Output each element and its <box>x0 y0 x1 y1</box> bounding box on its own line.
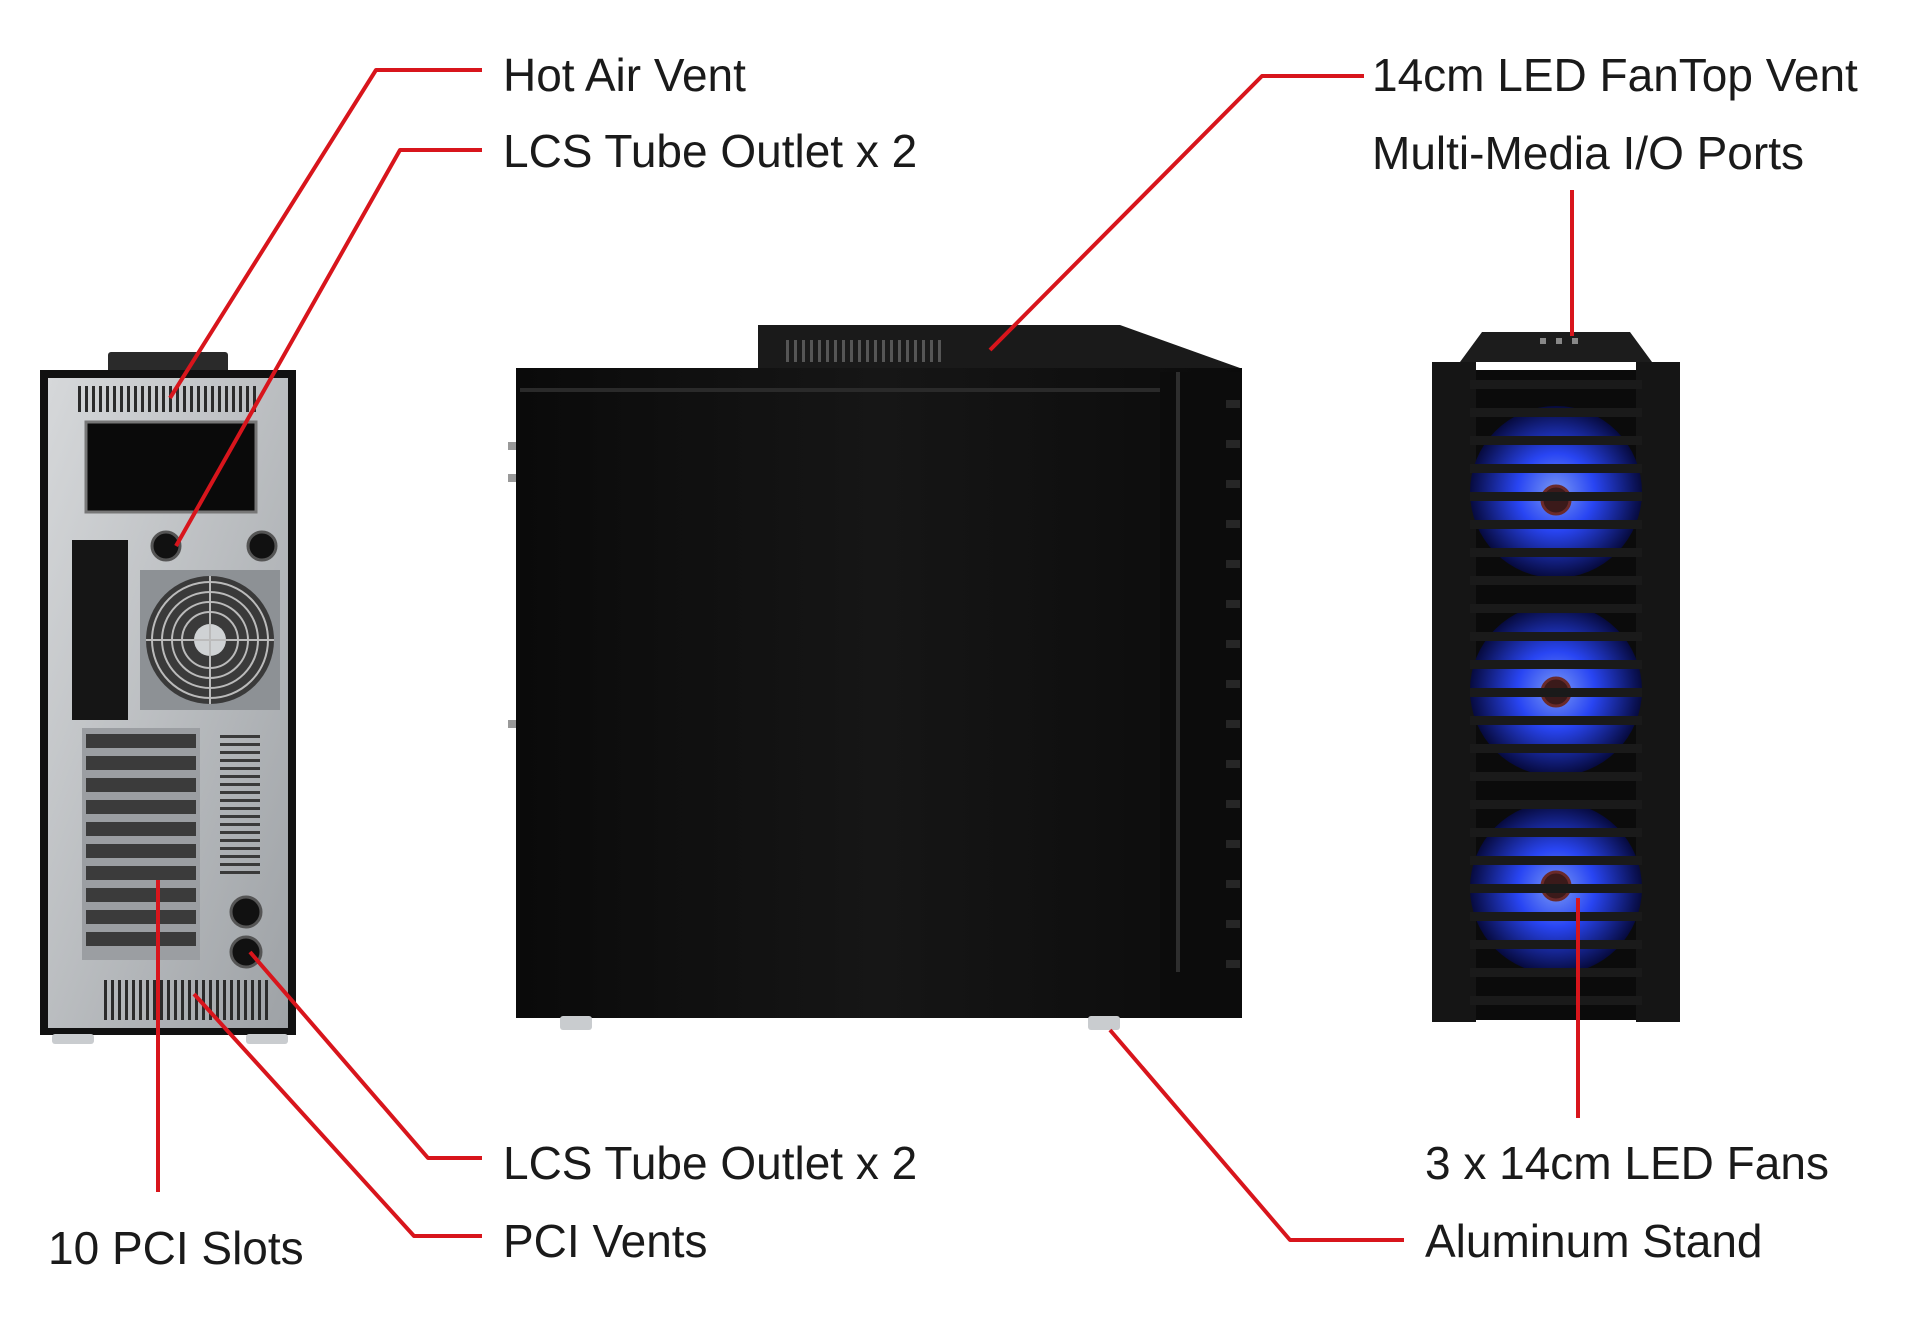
callout-line-hot-air-vent <box>168 68 482 400</box>
callout-line-lcs-tube-bottom <box>248 950 482 1160</box>
lcs-outlet-top-1 <box>150 530 182 562</box>
callout-line-lcs-tube-top <box>174 148 482 547</box>
front-bezel-seam <box>1176 372 1180 972</box>
rear-top-bump <box>108 352 228 374</box>
front-bezel <box>1160 372 1240 1018</box>
side-vent-column <box>220 735 260 874</box>
hot-air-vent-grille <box>78 386 256 412</box>
top-vent-grille <box>786 340 941 362</box>
front-rail-right <box>1636 362 1680 1022</box>
rear-io-area <box>72 540 128 720</box>
thumb-screw-3 <box>508 720 516 728</box>
label-fan-top-vent: 14cm LED FanTop Vent <box>1372 49 1858 101</box>
side-panel <box>516 368 1242 1018</box>
front-bars <box>1470 380 1642 1005</box>
callout-line-aluminum-stand <box>1108 1028 1404 1242</box>
side-foot-rear <box>560 1016 592 1030</box>
aluminum-stand-foot <box>1088 1016 1120 1030</box>
rear-foot-left <box>52 1034 94 1044</box>
rear-exhaust-fan <box>140 570 280 710</box>
callout-line-pci-vents <box>192 992 482 1238</box>
label-hot-air-vent: Hot Air Vent <box>503 49 746 101</box>
label-lcs-tube-outlet-bottom: LCS Tube Outlet x 2 <box>503 1137 918 1189</box>
front-view-case <box>1432 332 1680 1022</box>
side-view-case <box>508 325 1242 1030</box>
rear-foot-right <box>246 1034 288 1044</box>
io-port-3 <box>1572 338 1578 344</box>
label-pci-slots: 10 PCI Slots <box>48 1222 304 1274</box>
lcs-outlet-top-2 <box>246 530 278 562</box>
pci-slot-stack <box>82 728 200 960</box>
lcs-outlet-bottom-1 <box>229 895 263 929</box>
pci-vents-grille <box>104 980 268 1020</box>
label-aluminum-stand: Aluminum Stand <box>1425 1215 1763 1267</box>
thumb-screw-1 <box>508 442 516 450</box>
label-pci-vents: PCI Vents <box>503 1215 708 1267</box>
io-port-2 <box>1556 338 1562 344</box>
label-lcs-tube-outlet-top: LCS Tube Outlet x 2 <box>503 125 918 177</box>
psu-opening <box>84 420 258 514</box>
label-multimedia-io: Multi-Media I/O Ports <box>1372 127 1804 179</box>
callout-line-fan-top-vent <box>988 74 1364 352</box>
front-top-io-panel <box>1460 332 1652 362</box>
lcs-outlet-bottom-2 <box>229 935 263 969</box>
rear-view-case <box>40 352 296 1044</box>
side-panel-edge <box>520 388 1160 392</box>
thumb-screw-2 <box>508 474 516 482</box>
top-fan-vent-housing <box>758 325 1240 368</box>
front-rail-left <box>1432 362 1476 1022</box>
label-led-fans: 3 x 14cm LED Fans <box>1425 1137 1829 1189</box>
front-bezel-ribs <box>1226 400 1240 968</box>
io-port-1 <box>1540 338 1546 344</box>
